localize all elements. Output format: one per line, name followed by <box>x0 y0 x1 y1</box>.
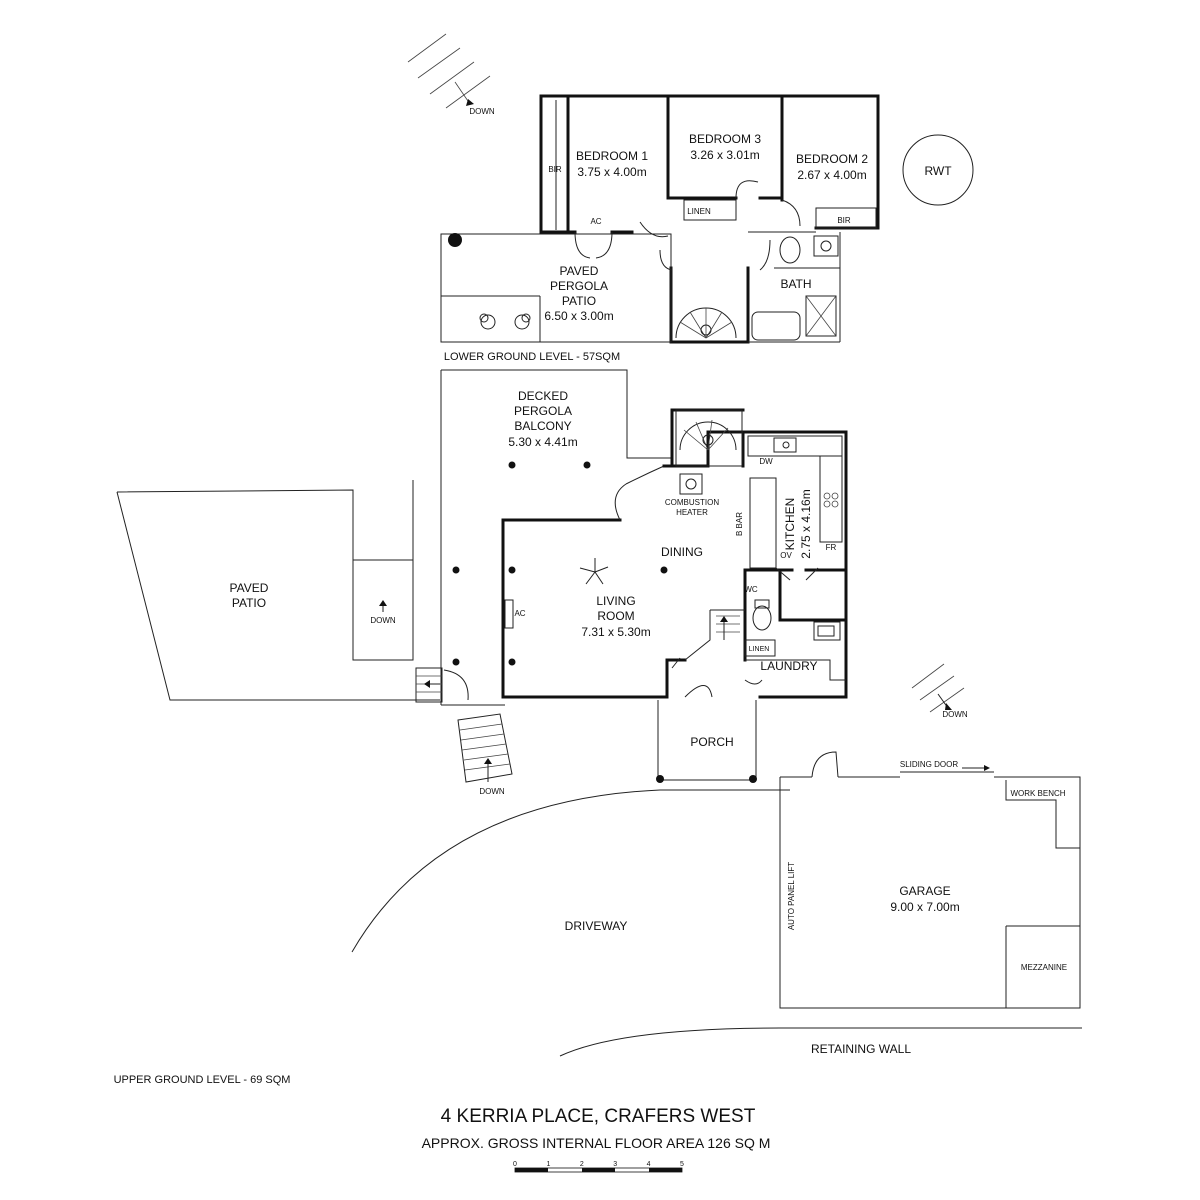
bath-label: BATH <box>780 277 811 291</box>
balcony-line3: BALCONY <box>514 419 571 433</box>
lower-ground-level: DOWN <box>407 33 974 363</box>
external-stairs <box>457 713 513 783</box>
bbar-label: B BAR <box>735 512 744 536</box>
linen-upper-label: LINEN <box>749 646 770 653</box>
bir-right-label: BIR <box>837 216 851 225</box>
garage: GARAGE 9.00 x 7.00m SLIDING DOOR WORK BE… <box>779 751 1081 1009</box>
ceiling-fan-icon <box>579 558 609 585</box>
work-bench-label: WORK BENCH <box>1010 789 1065 798</box>
linen-lower-label: LINEN <box>687 207 711 216</box>
patio-line2: PERGOLA <box>550 279 608 293</box>
heater-line1: COMBUSTION <box>665 498 719 507</box>
garage-size: 9.00 x 7.00m <box>890 900 959 914</box>
upper-ground-level: DECKED PERGOLA BALCONY 5.30 x 4.41m COMB… <box>116 369 1082 1057</box>
retaining-wall-label: RETAINING WALL <box>811 1042 911 1056</box>
kitchen-name: KITCHEN <box>783 498 797 551</box>
patio-line1: PAVED <box>560 264 599 278</box>
porch-label: PORCH <box>690 735 733 749</box>
down-patio-label: DOWN <box>370 616 396 625</box>
laundry-label: LAUNDRY <box>760 659 817 673</box>
scale-tick-label: 1 <box>546 1161 550 1168</box>
down-slope-marker-right <box>911 663 965 713</box>
down-stairs-label: DOWN <box>479 787 505 796</box>
balcony-line1: DECKED <box>518 389 568 403</box>
floor-area-subtitle: APPROX. GROSS INTERNAL FLOOR AREA 126 SQ… <box>422 1135 771 1151</box>
living-line2: ROOM <box>597 609 634 623</box>
bedroom2-name: BEDROOM 2 <box>796 152 868 166</box>
upper-level-label: UPPER GROUND LEVEL - 69 SQM <box>114 1074 291 1086</box>
plant-icon <box>514 313 531 330</box>
sliding-door-label: SLIDING DOOR <box>900 760 958 769</box>
ov-label: OV <box>780 551 792 560</box>
ac-upper-label: AC <box>514 609 525 618</box>
lower-level-label: LOWER GROUND LEVEL - 57SQM <box>444 351 620 363</box>
living-size: 7.31 x 5.30m <box>581 625 650 639</box>
rainwater-tank-icon <box>902 134 974 206</box>
dining-label: DINING <box>661 545 703 559</box>
bedroom1-name: BEDROOM 1 <box>576 149 648 163</box>
mezzanine-label: MEZZANINE <box>1021 963 1067 972</box>
down-slope-marker <box>407 33 491 109</box>
spiral-stair-upper <box>675 409 743 467</box>
scale-tick-label: 0 <box>513 1161 517 1168</box>
rwt-label: RWT <box>924 164 952 178</box>
bir-left-label: BIR <box>548 165 562 174</box>
address-title: 4 KERRIA PLACE, CRAFERS WEST <box>441 1106 756 1127</box>
bedroom3-size: 3.26 x 3.01m <box>690 148 759 162</box>
fr-label: FR <box>826 543 837 552</box>
bedroom1-size: 3.75 x 4.00m <box>577 165 646 179</box>
scale-tick-label: 4 <box>647 1161 651 1168</box>
heater-line2: HEATER <box>676 508 708 517</box>
scale-tick-label: 5 <box>680 1161 684 1168</box>
spiral-stair-lower <box>675 307 737 339</box>
driveway-label: DRIVEWAY <box>565 919 628 933</box>
balcony-line2: PERGOLA <box>514 404 572 418</box>
garage-name: GARAGE <box>899 884 950 898</box>
scale-tick-label: 2 <box>580 1161 584 1168</box>
auto-panel-lift-label: AUTO PANEL LIFT <box>787 862 796 930</box>
down-right-label: DOWN <box>942 710 968 719</box>
bedroom3-name: BEDROOM 3 <box>689 132 761 146</box>
ac-lower-label: AC <box>590 217 601 226</box>
living-line1: LIVING <box>596 594 635 608</box>
paved-patio-line2: PATIO <box>232 596 266 610</box>
patio-size: 6.50 x 3.00m <box>544 309 613 323</box>
bedroom2-size: 2.67 x 4.00m <box>797 168 866 182</box>
paved-patio-line1: PAVED <box>230 581 269 595</box>
down-label-top: DOWN <box>469 107 495 116</box>
wc-label: WC <box>744 585 758 594</box>
scale-bar: 0 1 2 3 4 5 <box>513 1161 684 1173</box>
dw-label: DW <box>759 457 773 466</box>
scale-tick-label: 3 <box>613 1161 617 1168</box>
plant-icon <box>479 313 496 330</box>
balcony-size: 5.30 x 4.41m <box>508 435 577 449</box>
patio-line3: PATIO <box>562 294 596 308</box>
kitchen-size: 2.75 x 4.16m <box>799 489 813 558</box>
